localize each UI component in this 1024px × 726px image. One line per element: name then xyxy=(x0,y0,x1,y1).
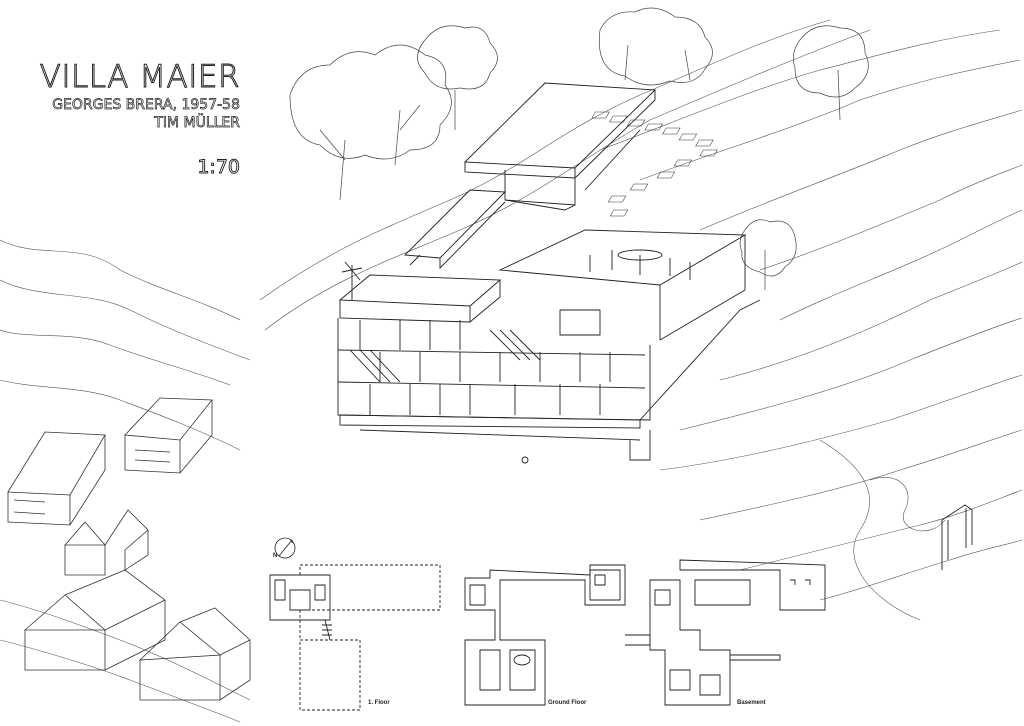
tree-group-right xyxy=(739,219,797,290)
tree-group-top xyxy=(598,7,869,121)
plan-label-ground-floor: Ground Floor xyxy=(548,700,587,706)
author-credit: TIM MÜLLER xyxy=(154,115,240,132)
plan-label-first-floor: 1. Floor xyxy=(368,700,390,706)
north-arrow-icon xyxy=(274,537,296,559)
comparison-houses xyxy=(7,397,251,701)
plan-ground-floor xyxy=(464,564,626,706)
terrain-contours xyxy=(0,19,1023,723)
title-block: VILLA MAIER GEORGES BRERA, 1957-58 TIM M… xyxy=(14,58,241,179)
north-label: N xyxy=(273,553,278,559)
drawing-title: VILLA MAIER xyxy=(39,59,240,96)
tree-group-left xyxy=(289,25,498,201)
architect-credit: GEORGES BRERA, 1957-58 xyxy=(52,97,240,114)
paving-stones xyxy=(591,111,718,217)
plan-first-floor xyxy=(269,564,441,711)
scale-label: 1:70 xyxy=(197,156,241,179)
plan-basement xyxy=(625,559,826,706)
entrance-gate xyxy=(941,504,973,570)
plan-label-basement: Basement xyxy=(737,700,766,706)
villa-axonometric xyxy=(337,82,761,464)
